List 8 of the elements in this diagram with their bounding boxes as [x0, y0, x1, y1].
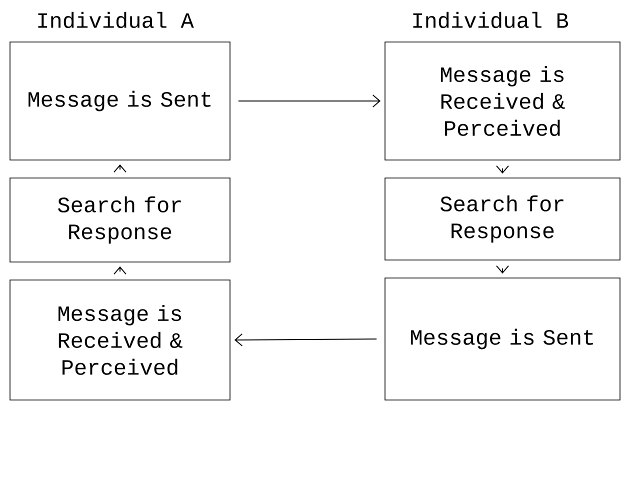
arrow [234, 333, 378, 346]
process-box: Message is Sent [384, 278, 620, 400]
arrow [238, 94, 381, 108]
process-box: Message is Received & Perceived [10, 280, 230, 400]
process-box: Search for Response [384, 178, 620, 260]
process-box: Message is Sent [10, 42, 230, 160]
process-box: Message is Received & Perceived [384, 42, 620, 160]
process-box: Search for Response [10, 178, 230, 262]
